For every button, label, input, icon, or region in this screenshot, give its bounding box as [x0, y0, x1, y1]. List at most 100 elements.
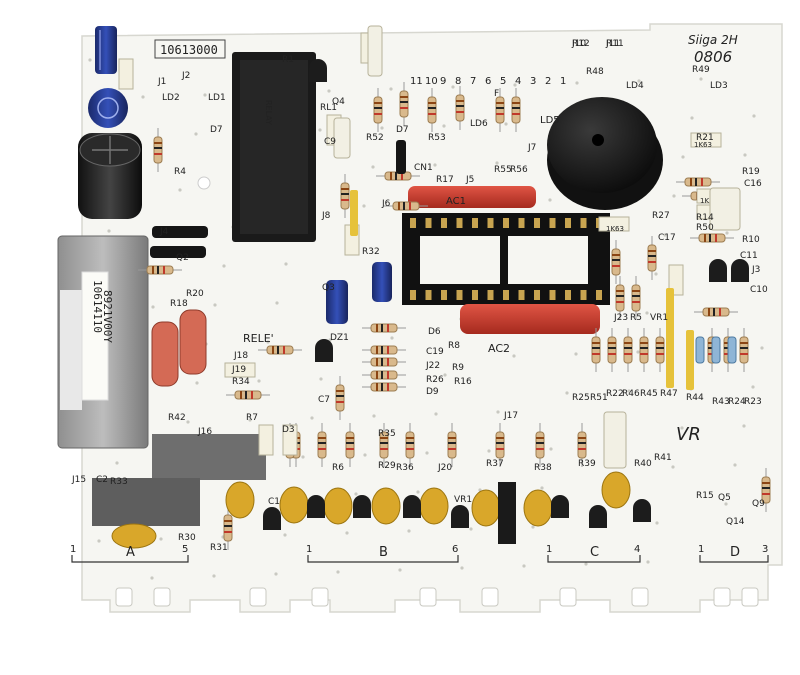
- designator: R16: [454, 377, 472, 387]
- connector-number: 9: [440, 76, 446, 87]
- sticker-code2: 8921V00Y: [101, 290, 114, 343]
- designator: VR1: [650, 313, 668, 323]
- designator: R4: [174, 167, 186, 177]
- ic-socket: [402, 213, 610, 305]
- sticker: [81, 271, 109, 401]
- designator: R50: [696, 223, 714, 233]
- designator: C10: [750, 285, 768, 295]
- ac2-label: AC2: [488, 342, 510, 355]
- large-red-resistors: [151, 309, 207, 387]
- designator: C19: [426, 347, 444, 357]
- designator: J23: [613, 313, 628, 323]
- designator: J6: [381, 199, 391, 209]
- group-start: 1: [698, 544, 704, 555]
- designator: J4: [159, 227, 169, 237]
- designator: D3: [282, 425, 295, 435]
- designator: R18: [170, 299, 188, 309]
- group-end: 3: [762, 544, 768, 555]
- buzzer-label: LD5: [540, 115, 560, 126]
- diode-bars: [150, 140, 694, 390]
- connector-number: 10: [425, 76, 438, 87]
- designator: J11: [605, 39, 620, 49]
- connector-brackets: [71, 555, 769, 563]
- mounting-hole: [197, 176, 211, 190]
- designator: VR1: [454, 495, 472, 505]
- designator: J15: [71, 475, 86, 485]
- designator: J22: [425, 361, 440, 371]
- designator: R56: [510, 165, 528, 175]
- designator: DZ1: [330, 333, 349, 343]
- designator: R46: [622, 389, 640, 399]
- designator: R9: [452, 363, 464, 373]
- white-tall-caps: [333, 25, 741, 469]
- red-capacitors: [408, 186, 600, 334]
- designator: Q3: [322, 283, 335, 293]
- designator: RL1: [320, 103, 337, 113]
- designator: R33: [110, 477, 128, 487]
- designator: R19: [742, 167, 760, 177]
- designator: Q14: [726, 517, 745, 527]
- electrolytic-small: [326, 262, 392, 324]
- capacitor-blue-small: [95, 26, 117, 74]
- group-letter: C: [590, 545, 599, 560]
- designator: C9: [324, 137, 336, 147]
- designator: LD4: [626, 81, 644, 91]
- designator: R41: [654, 453, 672, 463]
- zero-ohm-label: 1K63: [606, 225, 624, 233]
- designator: Q2: [176, 253, 189, 263]
- designator: R39: [578, 459, 596, 469]
- group-start: 1: [306, 544, 312, 555]
- group-end: 5: [182, 544, 188, 555]
- designator: R8: [448, 341, 460, 351]
- designator: J8: [321, 211, 331, 221]
- designator: J20: [437, 463, 452, 473]
- designator: J18: [233, 351, 248, 361]
- designator: R40: [634, 459, 652, 469]
- designator: J16: [197, 427, 212, 437]
- designator: R25: [572, 393, 590, 403]
- designator: D7: [396, 125, 409, 135]
- designator: R15: [696, 491, 714, 501]
- connector-number: 5: [500, 76, 506, 87]
- designator: J10: [571, 39, 586, 49]
- designator: R17: [436, 175, 454, 185]
- designator: F: [494, 89, 499, 99]
- designator: D7: [210, 125, 223, 135]
- designator: R26: [426, 375, 444, 385]
- designator: R52: [366, 133, 384, 143]
- designator: C1: [268, 497, 280, 507]
- designator: R53: [428, 133, 446, 143]
- group-start: 1: [546, 544, 552, 555]
- designator: R37: [486, 459, 504, 469]
- connector-number: 7: [470, 76, 476, 87]
- designator: R42: [168, 413, 186, 423]
- designator: R6: [332, 463, 344, 473]
- designator: R45: [640, 389, 658, 399]
- resistors: [138, 82, 771, 550]
- designator: R7: [246, 413, 258, 423]
- designator: LD6: [470, 119, 488, 129]
- relay-label: RELE': [243, 332, 274, 345]
- connector-number: 4: [515, 76, 521, 87]
- group-end: 4: [634, 544, 640, 555]
- designator: R49: [692, 65, 710, 75]
- connector-number: 2: [545, 76, 551, 87]
- designator: LD1: [208, 93, 226, 103]
- group-end: 6: [452, 544, 458, 555]
- designator: D9: [426, 387, 439, 397]
- designator: C11: [740, 251, 758, 261]
- designator: R38: [534, 463, 552, 473]
- designator: Q4: [332, 97, 345, 107]
- designator: R32: [362, 247, 380, 257]
- svg-text:RELAY: RELAY: [264, 100, 273, 125]
- designator: R36: [396, 463, 414, 473]
- zero-ohm-label: 1K63: [700, 197, 718, 205]
- designator: C16: [744, 179, 762, 189]
- designator: R51: [590, 393, 608, 403]
- designator: CN1: [414, 163, 433, 173]
- designator: R27: [652, 211, 670, 221]
- designator: R48: [586, 67, 604, 77]
- designator: J7: [527, 143, 536, 153]
